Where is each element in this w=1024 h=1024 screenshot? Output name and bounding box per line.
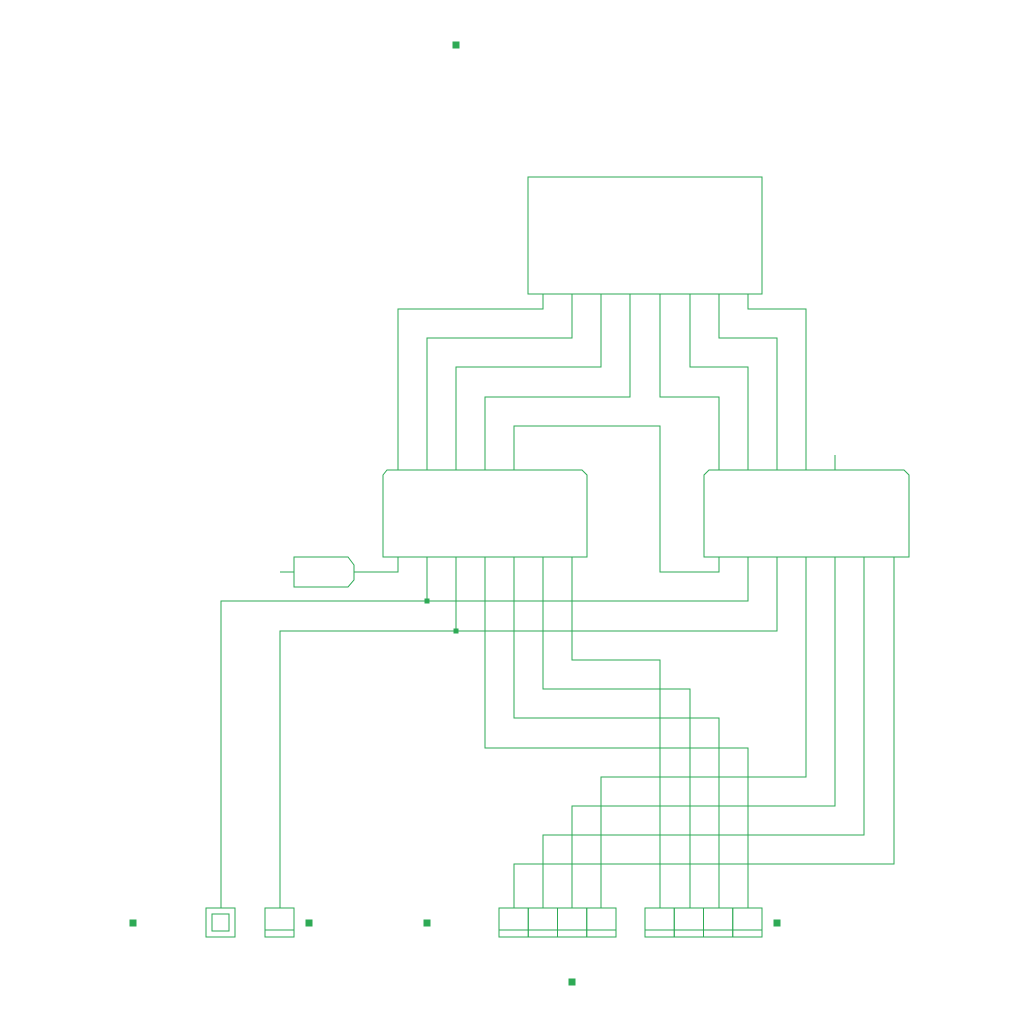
connector-group-right-pin-1 [644, 907, 675, 938]
marker-3 [305, 919, 313, 927]
connector-group-left-pin-1 [498, 907, 529, 938]
wire-13 [279, 557, 778, 908]
junction-dot-1 [424, 598, 430, 604]
connector-group-left-pin-3 [557, 907, 588, 938]
left-block [382, 469, 588, 558]
wire-9 [513, 425, 720, 573]
connector-square-inner [211, 913, 230, 932]
wire-6 [718, 294, 778, 470]
wire-4 [484, 294, 631, 470]
wires [220, 294, 895, 908]
top-block [527, 176, 763, 295]
connector-square-outer [205, 907, 236, 938]
wire-20 [600, 557, 807, 908]
wire-18 [513, 557, 720, 908]
wire-23 [513, 557, 895, 908]
markers [129, 41, 781, 986]
wire-21 [571, 557, 836, 908]
connector-group-right-pin-2 [673, 907, 704, 938]
connector-group-left-pin-4 [586, 907, 617, 938]
wire-19 [484, 557, 749, 908]
marker-1 [452, 41, 460, 49]
wire-2 [426, 294, 573, 470]
connector-group-right-pin-3 [703, 907, 734, 938]
wire-22 [542, 557, 865, 908]
marker-4 [423, 919, 431, 927]
marker-2 [129, 919, 137, 927]
junction-dot-2 [453, 628, 459, 634]
connector-terminal [264, 907, 295, 938]
wire-16 [571, 557, 661, 908]
wire-8 [659, 294, 720, 470]
marker-5 [773, 919, 781, 927]
wire-5 [747, 294, 807, 470]
right-block [703, 469, 910, 558]
small-component [293, 556, 355, 588]
connector-group-right-pin-4 [732, 907, 763, 938]
wire-7 [689, 294, 749, 470]
connector-group-left-pin-2 [527, 907, 558, 938]
components [205, 176, 910, 938]
wire-10 [354, 557, 399, 573]
marker-6 [568, 978, 576, 986]
wire-1 [397, 294, 544, 470]
wire-3 [455, 294, 602, 470]
wire-17 [542, 557, 691, 908]
